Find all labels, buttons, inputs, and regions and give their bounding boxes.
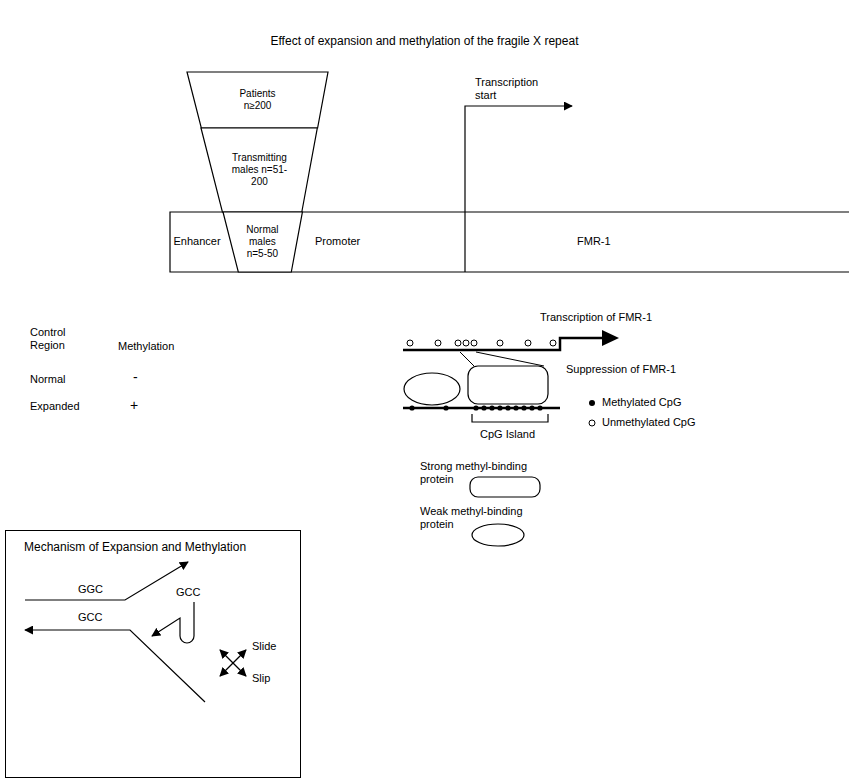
trapezoid-outline xyxy=(187,72,328,128)
enhancer-region: Enhancer xyxy=(170,212,224,272)
diagram-title: Effect of expansion and methylation of t… xyxy=(0,34,849,48)
cpg-island-bracket xyxy=(472,414,548,422)
gene-region: FMR-1 xyxy=(465,212,848,272)
legend-text: Methylated CpG xyxy=(602,396,681,409)
mechanism-panel: Mechanism of Expansion and Methylation xyxy=(5,530,301,778)
slip-arrow xyxy=(220,650,246,676)
fork-strand xyxy=(25,562,188,600)
legend-swatch xyxy=(472,524,524,546)
dna-strand xyxy=(403,338,604,350)
node-text: Enhancer xyxy=(170,235,224,248)
trapezoid-outline xyxy=(223,212,302,272)
legend-swatch xyxy=(470,477,540,497)
annotation: Transcription start xyxy=(475,76,555,102)
promoter-region: Promoter xyxy=(303,212,465,272)
row-label: Normal xyxy=(30,373,65,386)
sequence-label: GCC xyxy=(78,611,102,624)
motion-label: Slip xyxy=(252,672,270,685)
legend-text: Weak methyl-binding protein xyxy=(420,505,545,531)
unmethylated-cpg-dots xyxy=(407,340,556,346)
column-heading: Methylation xyxy=(118,340,174,353)
legend-swatch xyxy=(470,477,540,497)
motion-label: Slide xyxy=(252,640,276,653)
node-text: Patients n≥200 xyxy=(227,88,288,112)
thick-arrowhead xyxy=(602,330,619,346)
methylation-sign: + xyxy=(130,397,138,414)
island-guide-line xyxy=(460,352,474,366)
annotation: Suppression of FMR-1 xyxy=(566,363,676,376)
sequence-label: GGC xyxy=(78,583,103,596)
sequence-label: GCC xyxy=(176,586,200,599)
island-guide-line xyxy=(476,352,544,366)
trapezoid-outline xyxy=(201,128,317,212)
row-label: Expanded xyxy=(30,400,80,413)
weak-binding-protein xyxy=(404,373,460,405)
legend-text: Unmethylated CpG xyxy=(602,416,696,429)
band-divider xyxy=(464,212,465,272)
legend-swatch xyxy=(589,400,595,406)
node-text: Normal males n=5-50 xyxy=(239,224,286,260)
node-text: Transmitting males n=51-200 xyxy=(225,152,293,188)
region-label: CpG Island xyxy=(480,428,535,441)
slide-arrow xyxy=(220,650,246,676)
node-text: Promoter xyxy=(315,235,465,248)
strong-binding-protein xyxy=(468,366,548,404)
legend-swatch xyxy=(589,400,595,406)
node-text: Mechanism of Expansion and Methylation xyxy=(24,540,300,554)
transcription-start-arrow xyxy=(465,106,572,212)
legend-swatch xyxy=(472,524,524,546)
column-heading: Control Region xyxy=(30,326,98,352)
trapezoid-segment: Transmitting males n=51-200 xyxy=(201,128,317,212)
fork-strand xyxy=(25,630,205,702)
node-text: FMR-1 xyxy=(577,235,848,248)
legend-text: Strong methyl-binding protein xyxy=(420,460,545,486)
annotation: Transcription of FMR-1 xyxy=(540,311,652,324)
methylated-cpg-dots xyxy=(409,405,542,410)
legend-swatch xyxy=(589,420,595,426)
gene-band xyxy=(170,212,849,272)
legend-swatch xyxy=(589,420,595,426)
methylation-sign: - xyxy=(133,369,138,386)
trapezoid-segment: Patients n≥200 xyxy=(187,72,328,128)
hairpin-strand xyxy=(152,602,194,643)
trapezoid-segment: Normal males n=5-50 xyxy=(223,212,302,272)
